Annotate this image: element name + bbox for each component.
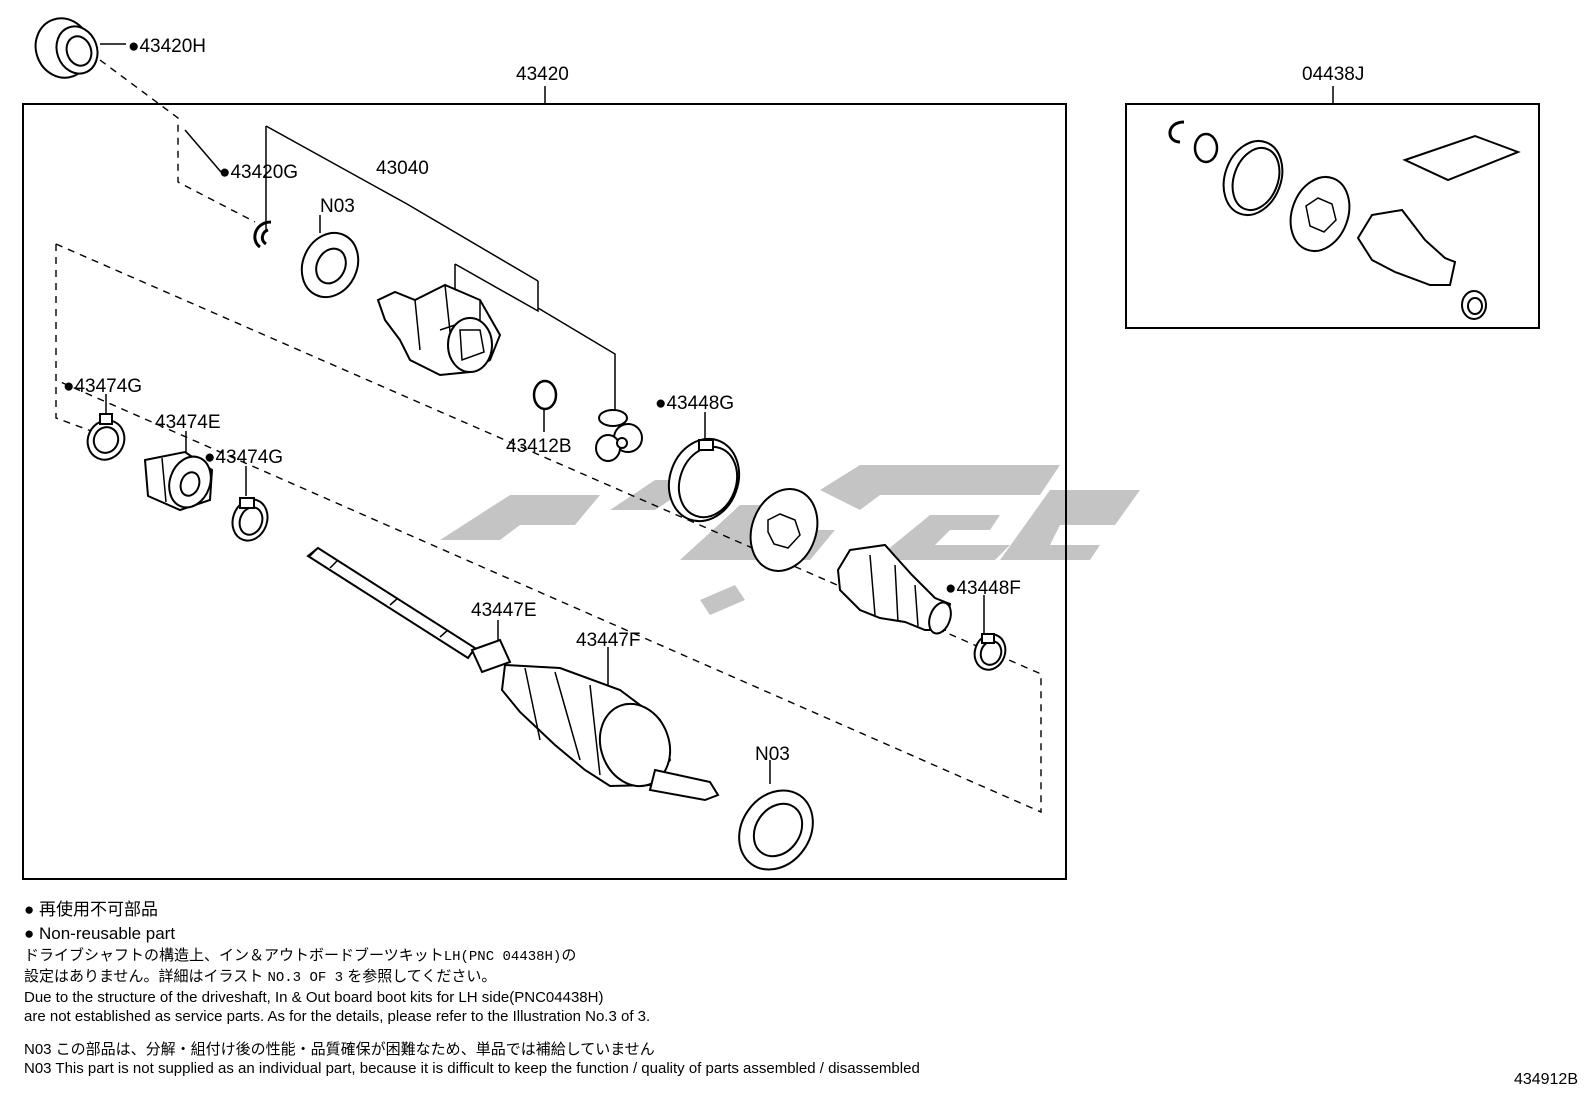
boot-clamp-43448f: [973, 633, 1007, 671]
label-n03-bottom: N03: [755, 744, 790, 765]
dynamic-damper-43474e: [143, 450, 214, 512]
label-n03-top: N03: [320, 196, 355, 217]
washer-n03-top: [300, 231, 360, 299]
label-43474g-right: ●43474G: [204, 447, 283, 468]
label-43040: 43040: [376, 158, 429, 179]
label-43447e: 43447E: [471, 600, 537, 621]
note-jp-line2: 設定はありません。詳細はイラスト NO.3 OF 3 を参照してください。: [24, 968, 497, 986]
seal-43420h: [34, 17, 99, 79]
outboard-joint-43447f: [500, 663, 720, 802]
inboard-boot-insert: [749, 488, 819, 572]
note-n03-jp: N03 この部品は、分解・組付け後の性能・品質確保が困難なため、単品では補給して…: [24, 1041, 655, 1058]
label-43447f: 43447F: [576, 630, 640, 651]
snap-ring-43412b: [532, 379, 558, 411]
label-43448g: ●43448G: [655, 393, 734, 414]
label-43420h: ●43420H: [128, 36, 206, 57]
snap-ring-43420g: [253, 220, 272, 249]
clamp-43474g-left: [86, 413, 126, 461]
legend-jp: ● 再使用不可部品: [24, 900, 158, 919]
label-43420: 43420: [516, 64, 569, 85]
notes-section: ● 再使用不可部品 ● Non-reusable part ドライブシャフトの構…: [24, 898, 1274, 1078]
boot-clamp-43448g: [667, 437, 741, 523]
label-43420g: ●43420G: [219, 162, 298, 183]
note-jp-line1: ドライブシャフトの構造上、イン＆アウトボードブーツキットLH(PNC 04438…: [24, 947, 577, 965]
label-43474g-left: ●43474G: [63, 376, 142, 397]
diagram-id: 434912B: [1513, 1071, 1578, 1088]
label-43474e: 43474E: [155, 412, 221, 433]
note-en-line1: Due to the structure of the driveshaft, …: [24, 989, 604, 1006]
inboard-joint-housing-43040: [376, 283, 502, 377]
note-en-line2: are not established as service parts. As…: [24, 1008, 651, 1025]
clamp-43474g-right: [231, 497, 269, 542]
label-43412b: 43412B: [506, 436, 572, 457]
legend-en: ● Non-reusable part: [24, 924, 176, 943]
axle-shaft: [306, 546, 512, 674]
tripod-joint: [595, 409, 643, 462]
inboard-boot: [836, 543, 952, 635]
label-04438j: 04438J: [1302, 64, 1364, 85]
seal-n03-bottom: [738, 789, 814, 871]
boot-kit-parts: [1168, 120, 1521, 320]
note-n03-en: N03 This part is not supplied as an indi…: [24, 1060, 920, 1077]
label-43448f: ●43448F: [945, 578, 1021, 599]
